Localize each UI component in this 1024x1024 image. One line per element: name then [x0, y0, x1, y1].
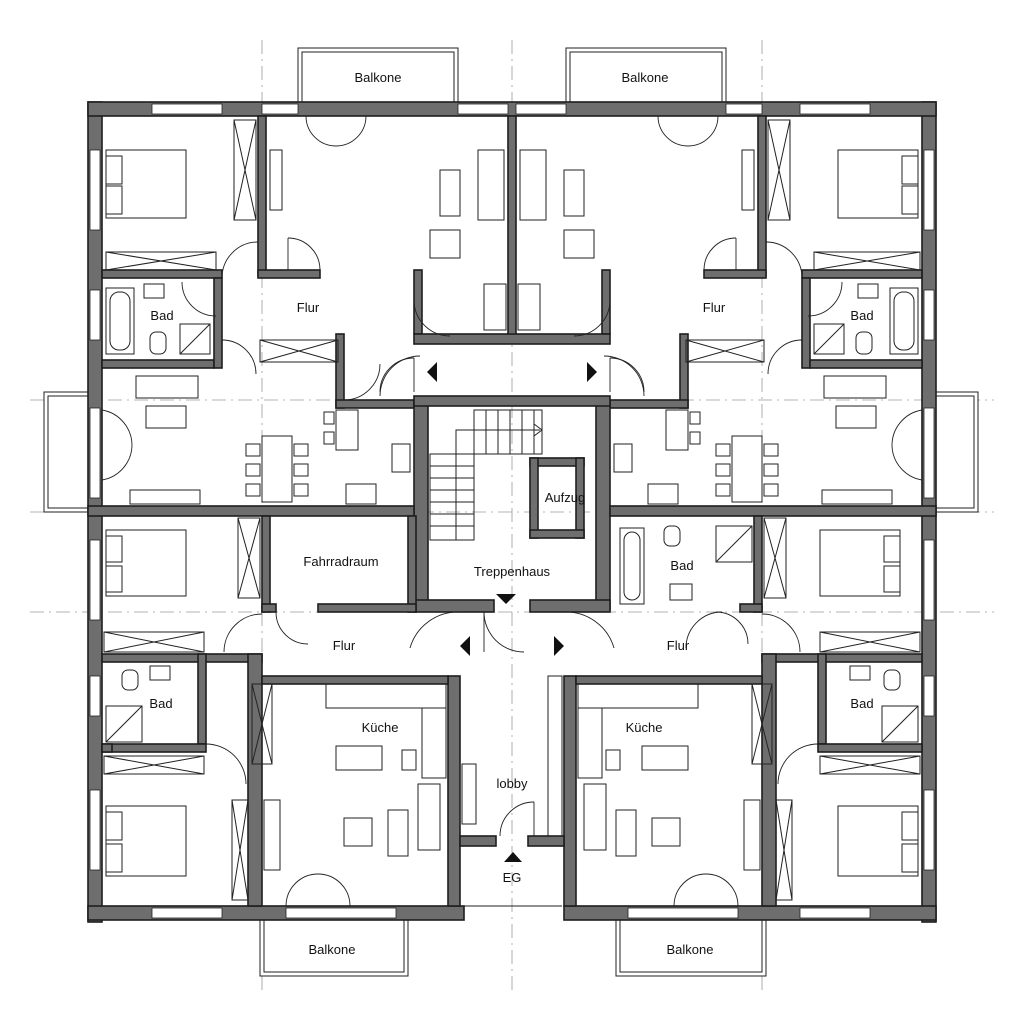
arrow-up-icon [504, 852, 522, 862]
arrow-right-icon [587, 362, 597, 382]
arrow-right-icon [554, 636, 564, 656]
label-aufzug: Aufzug [545, 490, 585, 505]
doors [101, 115, 923, 907]
label-lobby: lobby [496, 776, 528, 791]
arrows [427, 362, 597, 862]
balconies [43, 47, 979, 977]
room-labels: Balkone Balkone Balkone Balkone Bad Bad … [149, 70, 873, 957]
label-bad: Bad [850, 308, 873, 323]
staircase [429, 409, 577, 541]
label-kueche: Küche [626, 720, 663, 735]
label-treppenhaus: Treppenhaus [474, 564, 551, 579]
label-flur: Flur [703, 300, 726, 315]
label-flur: Flur [333, 638, 356, 653]
label-kueche: Küche [362, 720, 399, 735]
label-bad: Bad [850, 696, 873, 711]
arrow-left-icon [460, 636, 470, 656]
label-fahrradraum: Fahrradraum [303, 554, 378, 569]
label-flur: Flur [667, 638, 690, 653]
label-balkone-bottom-right: Balkone [667, 942, 714, 957]
arrow-down-icon [496, 594, 516, 604]
furniture [103, 119, 921, 907]
label-balkone-top-left: Balkone [355, 70, 402, 85]
label-bad: Bad [150, 308, 173, 323]
label-eg: EG [503, 870, 522, 885]
arrow-left-icon [427, 362, 437, 382]
label-balkone-bottom-left: Balkone [309, 942, 356, 957]
label-bad: Bad [149, 696, 172, 711]
label-balkone-top-right: Balkone [622, 70, 669, 85]
label-bad: Bad [670, 558, 693, 573]
label-flur: Flur [297, 300, 320, 315]
